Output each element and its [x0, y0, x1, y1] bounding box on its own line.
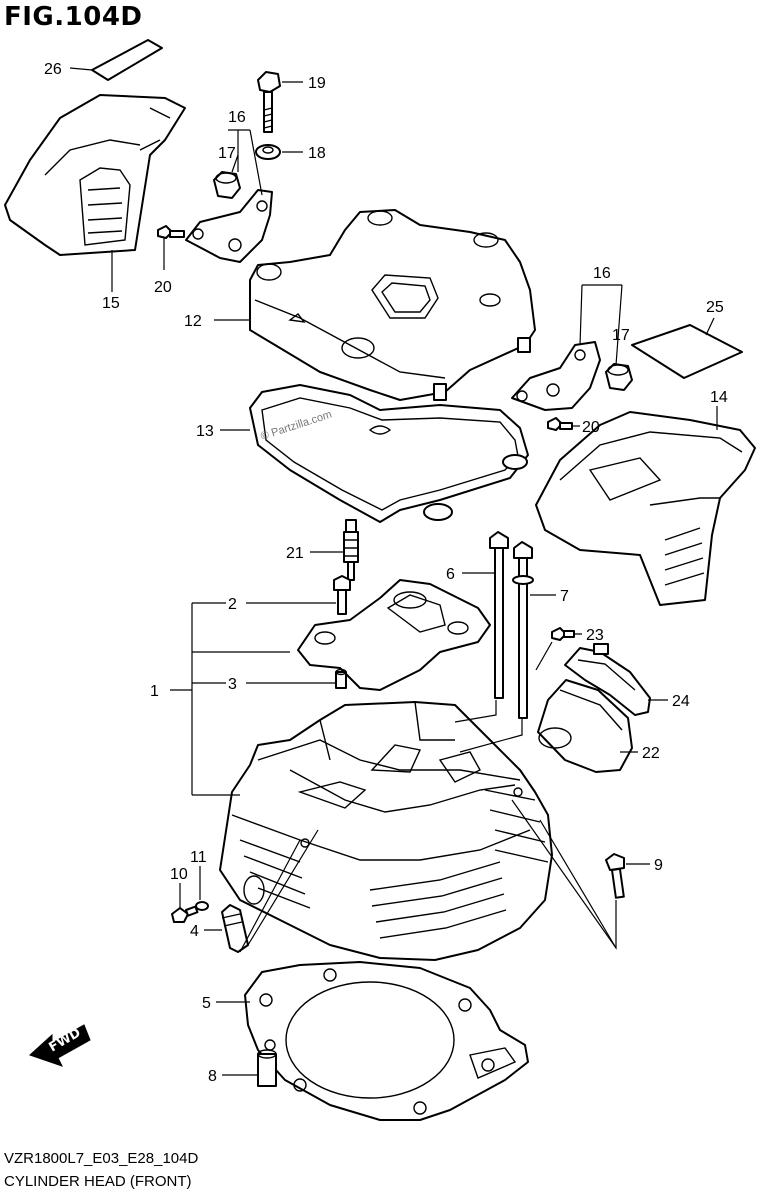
part-16-bracket-left: [185, 189, 273, 263]
callout-15: 15: [102, 295, 120, 312]
part-9-bolt: [605, 853, 625, 899]
part-8-dowel-pin: [257, 1049, 277, 1087]
callout-16-right: 16: [593, 265, 611, 282]
part-19-bolt: [257, 71, 281, 133]
callout-20-left: 20: [154, 279, 172, 296]
part-21-spark-plug: [343, 519, 359, 581]
callout-9: 9: [654, 857, 663, 874]
part-20-screw-left: [157, 225, 185, 239]
callout-22: 22: [642, 745, 660, 762]
part-11-washer: [195, 901, 209, 911]
leader-lines: [69, 67, 718, 1076]
diagram-caption: CYLINDER HEAD (FRONT): [4, 1173, 192, 1190]
callout-26: 26: [44, 61, 62, 78]
part-14-head-cover-right: [535, 411, 756, 606]
callout-21: 21: [286, 545, 304, 562]
fwd-arrow-icon: FWD: [29, 1024, 91, 1067]
part-20-screw-right: [547, 417, 573, 431]
part-10-bolt: [171, 905, 199, 923]
callout-1: 1: [150, 683, 159, 700]
callout-25: 25: [706, 299, 724, 316]
part-25-pad: [631, 324, 743, 379]
part-7-long-bolt: [512, 541, 534, 719]
part-18-washer: [255, 144, 281, 160]
callout-7: 7: [560, 588, 569, 605]
callout-6: 6: [446, 566, 455, 583]
part-2-bolt: [333, 575, 351, 615]
part-6-long-bolt: [489, 531, 509, 699]
callout-20-right: 20: [582, 419, 600, 436]
callout-14: 14: [710, 389, 728, 406]
callout-labels: 26 19 16 18 17 20 15 12 16 25 17 14 20 1…: [44, 61, 728, 1085]
callout-11: 11: [190, 849, 207, 866]
callout-19: 19: [308, 75, 326, 92]
part-23-screw: [551, 627, 575, 641]
part-1-cylinder-head: [219, 701, 553, 961]
callout-24: 24: [672, 693, 690, 710]
diagram-code: VZR1800L7_E03_E28_104D: [4, 1150, 199, 1167]
callout-12: 12: [184, 313, 202, 330]
callout-8: 8: [208, 1068, 217, 1085]
callout-23: 23: [586, 627, 604, 644]
part-17-grommet-right: [605, 363, 633, 391]
callout-5: 5: [202, 995, 211, 1012]
part-13-cover-gasket: [249, 384, 529, 523]
figure-title: FIG.104D: [4, 2, 143, 32]
callout-10: 10: [170, 866, 188, 883]
part-15-head-cover-left: [4, 94, 186, 256]
part-3-dowel-pin: [335, 668, 347, 689]
callout-16-left: 16: [228, 109, 246, 126]
callout-17-right: 17: [612, 327, 630, 344]
part-5-head-gasket: [244, 961, 529, 1121]
callout-13: 13: [196, 423, 214, 440]
callout-18: 18: [308, 145, 326, 162]
part-16-bracket-right: [511, 341, 601, 411]
part-22-intake-pipe: [537, 679, 633, 773]
part-26-pad: [91, 39, 163, 81]
callout-4: 4: [190, 923, 199, 940]
callout-3: 3: [228, 676, 237, 693]
callout-17-left: 17: [218, 145, 236, 162]
part-12-cylinder-head-cover: [249, 209, 536, 401]
part-17-grommet-left: [213, 171, 241, 199]
callout-2: 2: [228, 596, 237, 613]
part-24-clamp: [564, 643, 651, 716]
part-cam-holder: [297, 579, 491, 691]
